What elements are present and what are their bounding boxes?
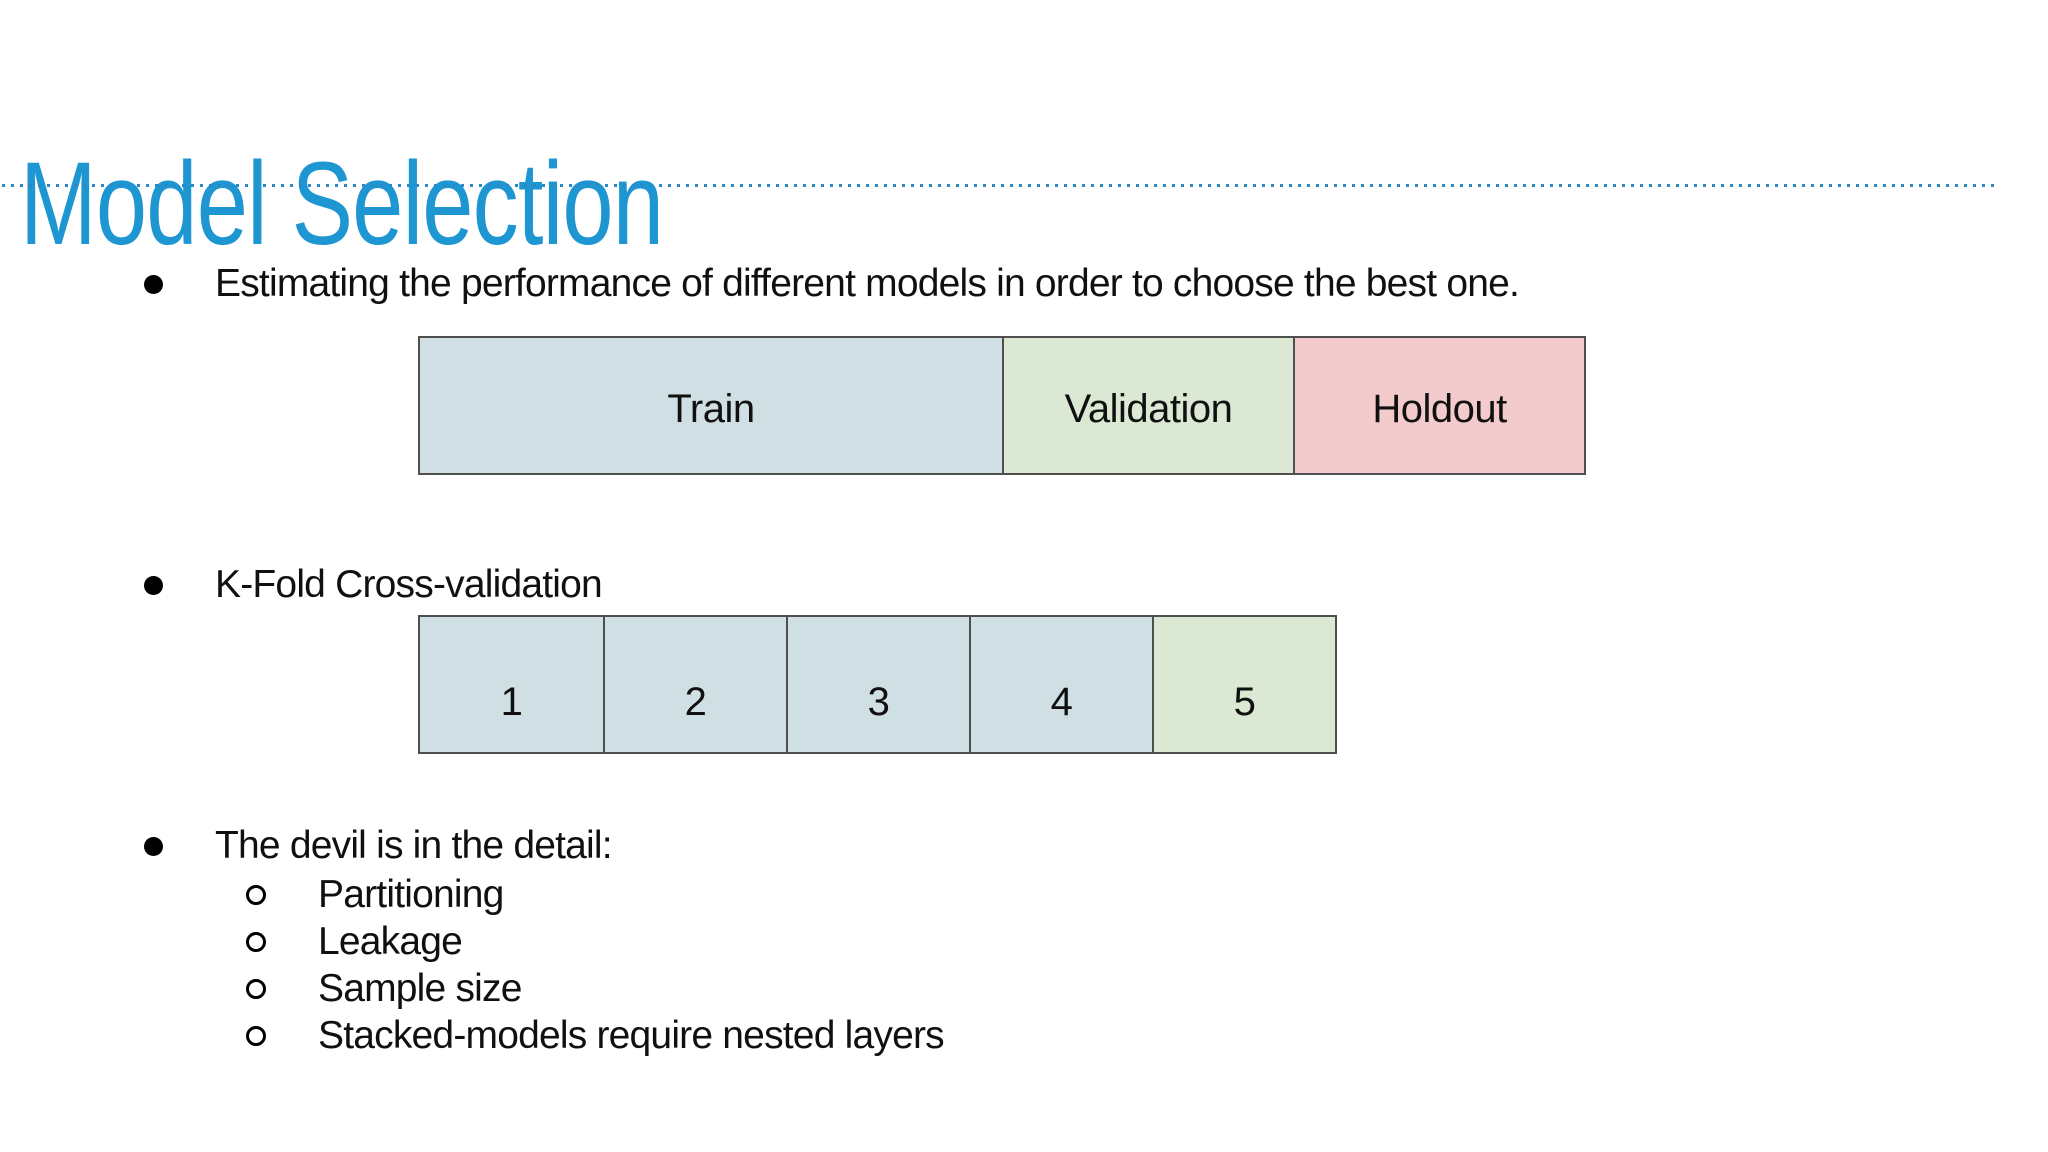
sub-bullet-stacked-models: Stacked-models require nested layers xyxy=(246,1012,945,1059)
kfold-cell-label: 1 xyxy=(500,680,523,724)
kfold-cell-2: 2 xyxy=(603,617,786,752)
bullet-item-estimating: Estimating the performance of different … xyxy=(144,261,1520,307)
bar-segment-train: Train xyxy=(420,338,1002,473)
circle-bullet-icon xyxy=(246,884,266,905)
kfold-cell-label: 3 xyxy=(867,680,890,724)
kfold-cell-label: 4 xyxy=(1050,680,1073,724)
bullet-text: K-Fold Cross-validation xyxy=(215,563,603,606)
segment-label-train: Train xyxy=(667,387,755,431)
kfold-cell-label: 5 xyxy=(1233,680,1256,724)
kfold-cell-5: 5 xyxy=(1152,617,1335,752)
segment-label-holdout: Holdout xyxy=(1372,387,1507,431)
bullet-dot-icon xyxy=(144,274,163,294)
bullet-text: The devil is in the detail: xyxy=(215,824,613,867)
page-title: Model Selection xyxy=(20,138,664,271)
kfold-cell-3: 3 xyxy=(786,617,969,752)
kfold-bar: 1 2 3 4 5 xyxy=(418,615,1337,754)
circle-bullet-icon xyxy=(246,978,266,999)
sub-bullet-text: Stacked-models require nested layers xyxy=(318,1013,945,1057)
bullet-dot-icon xyxy=(144,836,163,856)
title-divider xyxy=(2,184,1998,187)
circle-bullet-icon xyxy=(246,1025,266,1046)
segment-label-validation: Validation xyxy=(1064,387,1233,431)
circle-bullet-icon xyxy=(246,931,266,952)
sub-bullet-text: Sample size xyxy=(318,966,522,1010)
train-validation-holdout-bar: Train Validation Holdout xyxy=(418,336,1586,475)
bullet-dot-icon xyxy=(144,575,163,595)
bar-segment-holdout: Holdout xyxy=(1293,338,1584,473)
kfold-cell-label: 2 xyxy=(684,680,707,724)
sub-bullet-text: Partitioning xyxy=(318,872,504,916)
bullet-item-kfold: K-Fold Cross-validation xyxy=(144,562,603,608)
sub-bullet-text: Leakage xyxy=(318,919,463,963)
sub-bullet-leakage: Leakage xyxy=(246,918,463,965)
sub-bullet-sample-size: Sample size xyxy=(246,965,522,1012)
bar-segment-validation: Validation xyxy=(1002,338,1293,473)
bullet-item-devil: The devil is in the detail: xyxy=(144,823,613,869)
bullet-text: Estimating the performance of different … xyxy=(215,262,1520,305)
kfold-cell-1: 1 xyxy=(420,617,603,752)
kfold-cell-4: 4 xyxy=(969,617,1152,752)
sub-bullet-partitioning: Partitioning xyxy=(246,871,504,918)
